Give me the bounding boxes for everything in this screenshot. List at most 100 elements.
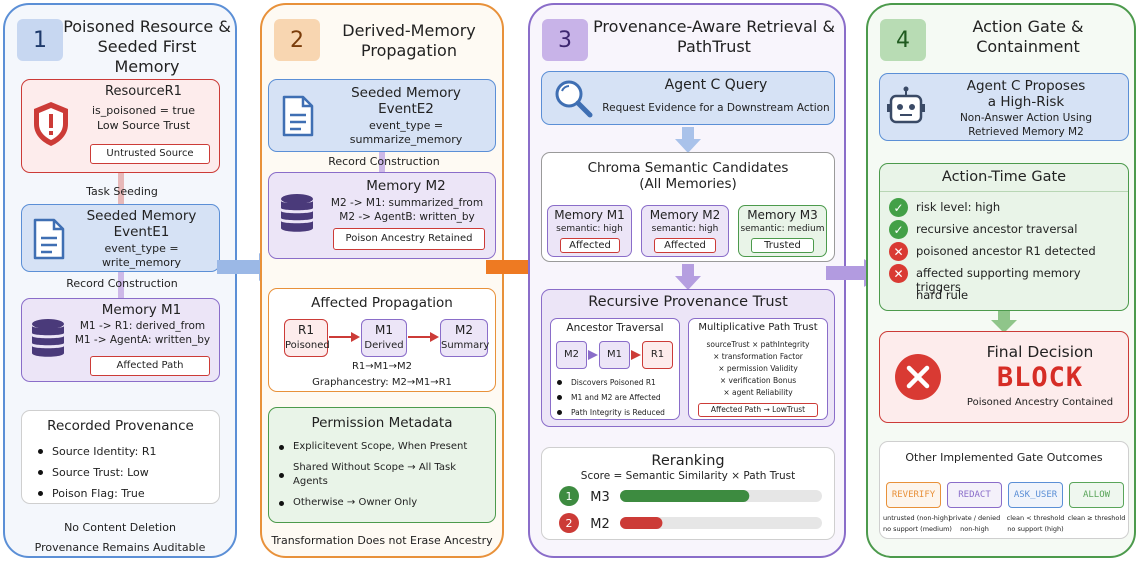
proposes-title: Agent C Proposes: [966, 78, 1086, 94]
connector: [118, 173, 124, 204]
cross-icon: ✕: [889, 242, 908, 261]
chroma-candidates-box: Chroma Semantic Candidates (All Memories…: [541, 152, 835, 262]
permission-metadata-box: Permission Metadata Explicitevent Scope,…: [268, 407, 496, 523]
final-decision-box: Final Decision BLOCK Poisoned Ancestry C…: [879, 331, 1129, 423]
path-trust-line: × permission Validity: [718, 364, 798, 373]
provenance-title: Recorded Provenance: [47, 418, 194, 434]
arrow-right-icon: [631, 350, 641, 360]
task-seeding-label: Task Seeding: [86, 185, 158, 198]
ancestor-title: Ancestor Traversal: [566, 322, 664, 334]
trace-node-label: R1: [650, 349, 665, 360]
node-m1-id: M1: [375, 323, 393, 337]
panel-number-2: 2: [274, 19, 320, 61]
rank-bar-track: [620, 517, 822, 529]
document-icon: [282, 95, 314, 137]
e2-title: Seeded Memory: [351, 85, 461, 101]
final-sub: Poisoned Ancestry Contained: [966, 397, 1114, 408]
seeded-memory-e1-box: Seeded Memory EventE1 event_type = write…: [21, 204, 220, 272]
m1-title: Memory M1: [101, 302, 182, 318]
candidate-m1: Memory M1 semantic: high Affected: [547, 205, 632, 257]
cross-icon: ✕: [889, 264, 908, 283]
node-m2: M2 Summary: [440, 319, 490, 357]
node-m2-sub: Summary: [441, 340, 490, 351]
proposes-sub1: Non-Answer Action Using: [959, 112, 1093, 124]
rank-badge: [559, 486, 579, 506]
permission-item: Explicitevent Scope, When Present: [275, 440, 489, 454]
candidate-semantic: semantic: high: [556, 224, 623, 234]
outcome-description: untrusted (non-high): [883, 514, 951, 522]
outcome-allow-tag: ALLOW: [1069, 482, 1124, 508]
m2-line1: M2 -> M1: summarized_from: [330, 197, 484, 209]
path-trust-line: sourceTrust × pathIntegrity: [706, 340, 810, 349]
final-title: Final Decision: [986, 343, 1094, 361]
path-trust-line: × transformation Factor: [713, 352, 803, 361]
gate-title: Action-Time Gate: [941, 169, 1067, 185]
rank-bar-fill: [620, 490, 750, 502]
e1-line1: event_type =: [104, 242, 179, 255]
gate-item-text: hard rule: [916, 288, 969, 302]
connector: [379, 152, 385, 172]
chain-label: R1→M1→M2: [351, 361, 413, 372]
affected-title: Affected Propagation: [311, 295, 453, 311]
ancestor-item: M1 and M2 are Affected: [553, 390, 677, 405]
gate-item-text: affected supporting memory triggers: [916, 266, 1081, 294]
outcome-description: no support (high): [1007, 525, 1064, 533]
e2-title2: EventE2: [378, 101, 434, 117]
proposes-sub2: Retrieved Memory M2: [968, 126, 1084, 138]
m1-line1: M1 -> R1: derived_from: [79, 320, 206, 332]
e2-line2: summarize_memory: [349, 133, 463, 146]
arrow-down-icon: [991, 311, 1017, 333]
connector: [118, 272, 124, 298]
trace-node-r1: R1: [642, 341, 673, 369]
untrusted-source-tag: Untrusted Source: [90, 144, 210, 164]
panel-title-1: Poisoned Resource & Seeded First Memory: [63, 17, 231, 76]
ancestor-list: Discovers Poisoned R1 M1 and M2 are Affe…: [553, 375, 677, 420]
poison-ancestry-tag: Poison Ancestry Retained: [333, 228, 485, 250]
footer-line1: No Content Deletion: [64, 521, 176, 534]
arrow-down-icon: [675, 264, 701, 290]
provenance-item: Source Identity: R1: [34, 441, 156, 462]
outcome-description: clean < threshold: [1006, 514, 1065, 522]
e1-line2: write_memory: [101, 256, 182, 269]
path-trust-title: Multiplicative Path Trust: [698, 322, 818, 333]
recursive-title: Recursive Provenance Trust: [588, 294, 788, 310]
arrow-down-icon: [675, 127, 701, 153]
search-icon: [555, 80, 593, 118]
candidate-m3: Memory M3 semantic: medium Trusted: [738, 205, 827, 257]
memory-m2-box: Memory M2 M2 -> M1: summarized_from M2 -…: [268, 172, 496, 259]
recorded-provenance-box: Recorded Provenance Source Identity: R1 …: [21, 410, 220, 504]
m2-line2: M2 -> AgentB: written_by: [339, 211, 475, 223]
outcome-description: clean ≥ threshold: [1067, 514, 1126, 522]
recursive-provenance-box: Recursive Provenance Trust Ancestor Trav…: [541, 289, 835, 427]
candidate-semantic: semantic: medium: [740, 224, 825, 234]
shield-warning-icon: [34, 102, 68, 146]
rank-number: 1: [566, 490, 573, 503]
rank-bar-fill: [620, 517, 663, 529]
resource-r1-box: ResourceR1 is_poisoned = true Low Source…: [21, 79, 220, 173]
check-icon: ✓: [889, 220, 908, 239]
resource-line2: Low Source Trust: [96, 119, 191, 132]
outcome-description: private / denied: [948, 514, 1001, 522]
permission-list: Explicitevent Scope, When Present Shared…: [275, 440, 489, 510]
permission-title: Permission Metadata: [311, 415, 453, 431]
candidate-name: Memory M3: [747, 208, 818, 222]
path-trust-line: × verification Bonus: [719, 376, 797, 385]
database-icon: [32, 319, 64, 357]
candidate-tag: Affected: [654, 238, 716, 253]
database-icon: [281, 194, 313, 232]
seeded-memory-e2-box: Seeded Memory EventE2 event_type = summa…: [268, 79, 496, 152]
agent-c-query-box: Agent C Query Request Evidence for a Dow…: [541, 71, 835, 125]
panel-4: 4 Action Gate & Containment Agent C Prop…: [866, 3, 1136, 558]
outcome-description: non-high: [960, 525, 989, 533]
ancestor-traversal-box: Ancestor Traversal M2 M1 R1 Discovers Po…: [550, 318, 680, 420]
panel-2: 2 Derived-Memory Propagation Seeded Memo…: [260, 3, 504, 558]
permission-item: Otherwise → Owner Only: [275, 496, 489, 510]
rank-badge: [559, 513, 579, 533]
other-outcomes-box: Other Implemented Gate Outcomes REVERIFY…: [879, 441, 1129, 539]
resource-line1: is_poisoned = true: [91, 104, 196, 117]
panel-title-3: Provenance-Aware Retrieval & PathTrust: [593, 17, 835, 56]
trace-node-label: M2: [564, 349, 579, 360]
trace-node-m1: M1: [599, 341, 630, 369]
close-icon: [895, 354, 941, 400]
panel-number-3: 3: [542, 19, 588, 61]
